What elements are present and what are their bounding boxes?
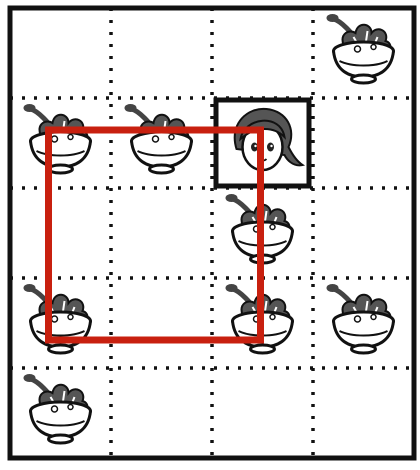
board-cell[interactable] — [10, 8, 111, 98]
board-cell[interactable] — [111, 278, 212, 368]
board-cell[interactable] — [111, 188, 212, 278]
board-cell[interactable] — [313, 368, 414, 458]
board-cell[interactable] — [111, 368, 212, 458]
board-cell[interactable] — [212, 8, 313, 98]
board-cell[interactable] — [111, 8, 212, 98]
board-cell[interactable] — [10, 188, 111, 278]
board-cell[interactable] — [10, 98, 111, 188]
board-cell[interactable] — [10, 278, 111, 368]
board-cell[interactable] — [313, 98, 414, 188]
board-cell[interactable] — [313, 8, 414, 98]
cells-layer — [10, 8, 414, 458]
board-cell[interactable] — [212, 368, 313, 458]
board-cell[interactable] — [313, 278, 414, 368]
board-cell[interactable] — [10, 368, 111, 458]
board-cell[interactable] — [313, 188, 414, 278]
board-cell[interactable] — [111, 98, 212, 188]
